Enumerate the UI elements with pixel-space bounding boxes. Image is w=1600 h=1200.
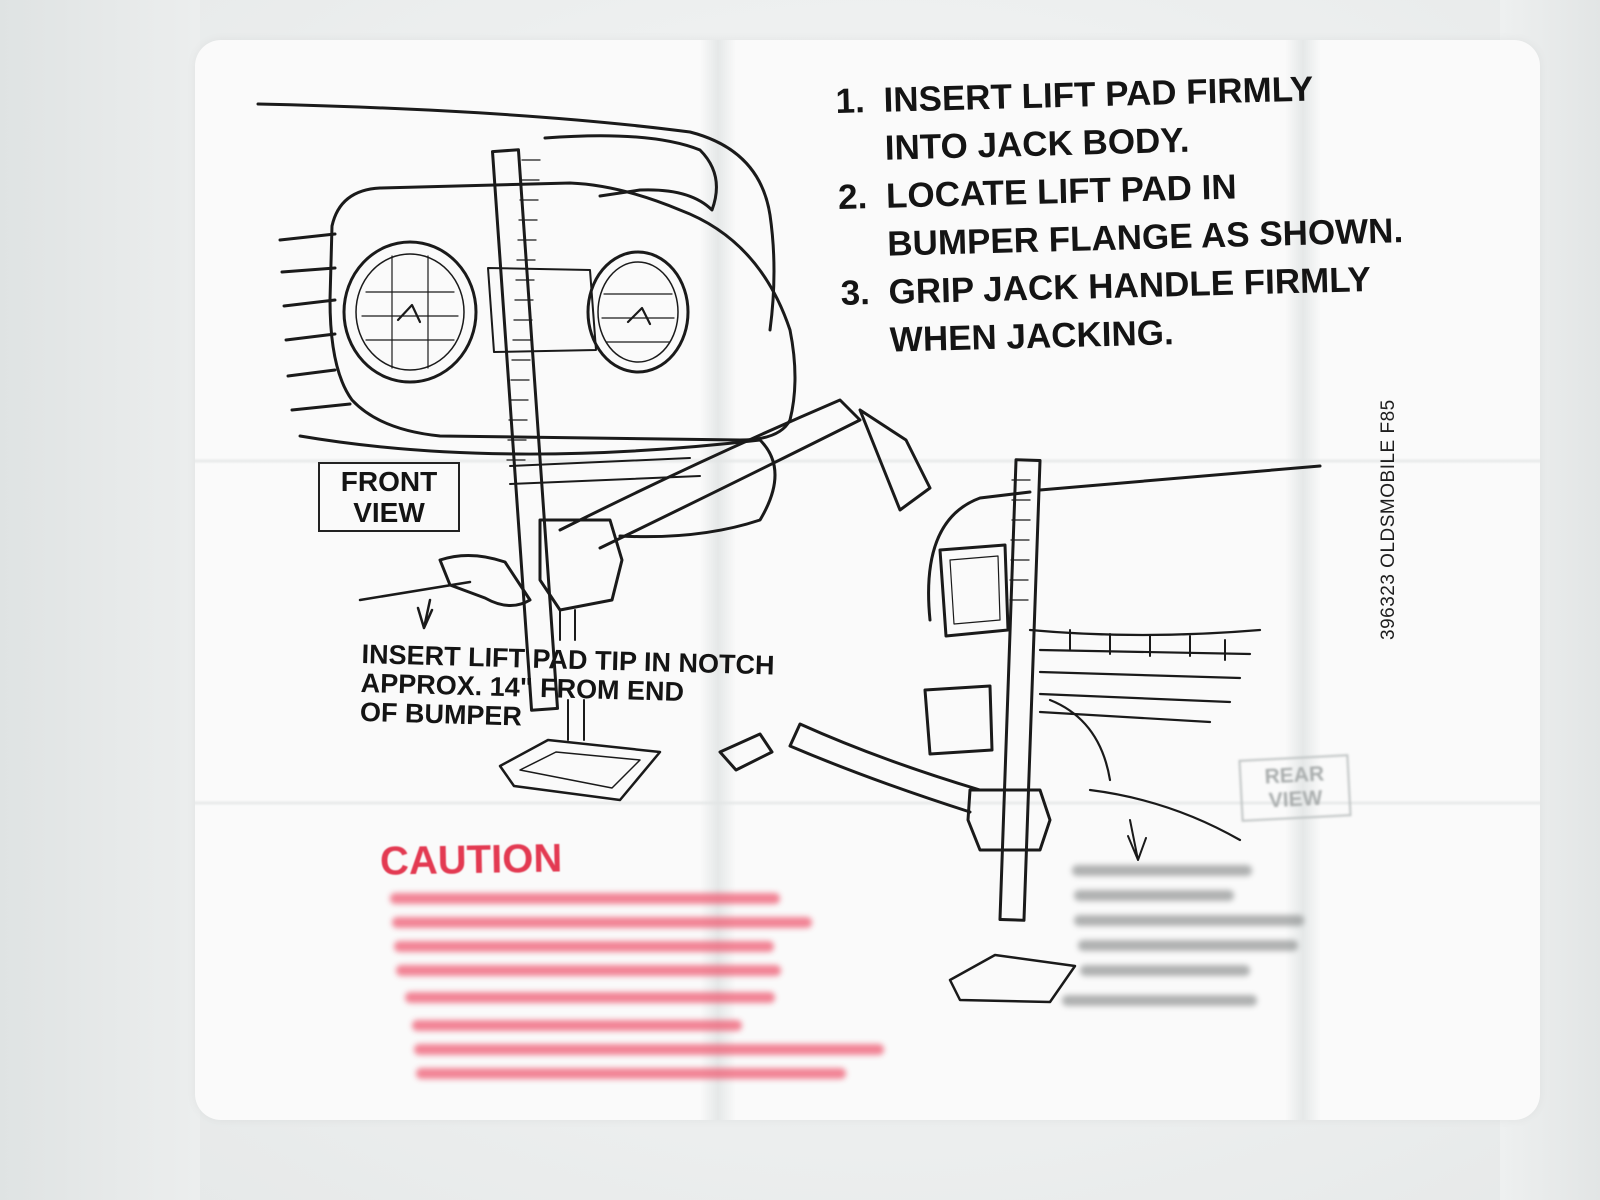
hood-line <box>256 102 776 332</box>
step-number: 1. <box>835 81 866 121</box>
step-number: 3. <box>840 273 871 313</box>
decal-fold-line <box>195 800 1540 806</box>
decal-crease <box>700 40 736 1120</box>
handle-grip-front <box>858 408 932 512</box>
trunk-line <box>1038 464 1322 492</box>
front-view-label: FRONT VIEW <box>318 462 460 532</box>
grille-bars <box>278 232 352 412</box>
rear-bumper-lines <box>1028 628 1262 724</box>
jack-post-front <box>490 148 560 712</box>
lift-pad-front <box>438 553 532 607</box>
taillight-lower <box>923 684 994 756</box>
rear-view-word: REAR <box>1264 762 1325 789</box>
jack-base-rear <box>948 953 1077 1004</box>
fender-line <box>543 134 718 212</box>
background-shadow-left <box>0 0 200 1200</box>
part-number: 396323 OLDSMOBILE F85 <box>1378 399 1399 640</box>
grille-housing <box>328 181 797 442</box>
step-number: 2. <box>837 177 868 217</box>
quarter-panel <box>927 490 1032 622</box>
handle-grip-rear <box>718 732 774 772</box>
center-grille <box>487 267 597 353</box>
jack-handle-rear <box>788 722 982 814</box>
rear-view-label: REAR VIEW <box>1238 754 1352 822</box>
jack-handle-front <box>558 398 862 550</box>
front-view-word: FRONT <box>340 466 438 497</box>
taillight-upper <box>938 543 1010 638</box>
jack-lifter-body <box>538 518 624 612</box>
front-view-word: VIEW <box>353 497 425 528</box>
rear-view-drawing <box>718 458 1322 1004</box>
jack-post-rear <box>998 458 1042 922</box>
bumper-line <box>298 434 777 539</box>
decal-fold-line <box>195 458 1540 464</box>
front-view-drawing <box>256 102 932 802</box>
rear-view-word: VIEW <box>1268 786 1323 813</box>
headlight-right <box>586 250 690 374</box>
jack-lifter-rear <box>966 788 1052 852</box>
headlight-left <box>342 240 478 384</box>
front-notch-instruction: INSERT LIFT PAD TIP IN NOTCH APPROX. 14"… <box>360 639 775 738</box>
arrow-to-notch <box>416 598 434 630</box>
jack-base-front <box>498 738 662 802</box>
caution-heading: CAUTION <box>379 836 563 884</box>
instruction-steps: 1. INSERT LIFT PAD FIRMLY INTO JACK BODY… <box>835 63 1406 366</box>
arrow-rear <box>1127 819 1147 861</box>
